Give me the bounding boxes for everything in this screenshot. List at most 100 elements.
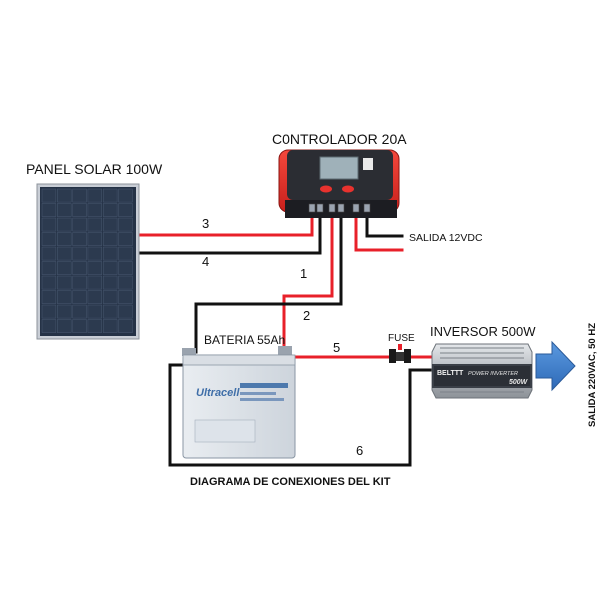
solar-cell xyxy=(118,188,133,203)
inverter-label: INVERSOR 500W xyxy=(430,324,536,339)
solar-cell xyxy=(102,290,118,304)
solar-cell xyxy=(72,188,87,203)
wire-label-2: 2 xyxy=(303,308,310,323)
solar-cell xyxy=(118,246,133,261)
controller-terminals xyxy=(308,203,371,213)
controller-label: C0NTROLADOR 20A xyxy=(272,131,407,147)
solar-cell xyxy=(118,232,133,246)
solar-cell xyxy=(57,319,72,333)
solar-cell xyxy=(102,188,118,203)
controller-lcd xyxy=(319,156,359,180)
wire-6 xyxy=(168,363,434,467)
solar-cell xyxy=(72,261,87,275)
wire-label-1: 1 xyxy=(300,266,307,281)
solar-cell xyxy=(118,304,133,319)
solar-panel xyxy=(36,183,140,340)
solar-cell xyxy=(118,319,133,333)
solar-cell xyxy=(72,290,87,304)
solar-cell xyxy=(102,246,118,261)
inverter: BELTTT POWER INVERTER 500W xyxy=(431,343,533,399)
solar-cell xyxy=(118,275,133,290)
solar-cell xyxy=(102,319,118,333)
solar-cell xyxy=(57,232,72,246)
solar-cell xyxy=(41,217,57,232)
solar-cell xyxy=(87,319,103,333)
solar-cell xyxy=(87,290,103,304)
solar-cell xyxy=(72,275,87,290)
solar-cell xyxy=(87,261,103,275)
wire-label-6: 6 xyxy=(356,443,363,458)
ac-output-label: SALIDA 220VAC, 50 HZ xyxy=(587,323,598,427)
wires xyxy=(135,216,434,467)
solar-cell xyxy=(87,188,103,203)
battery-label: BATERIA 55Ah xyxy=(204,333,285,347)
solar-cell xyxy=(118,217,133,232)
solar-cell xyxy=(87,203,103,217)
inverter-brand: BELTTT xyxy=(437,370,464,377)
inverter-fins xyxy=(440,347,524,393)
solar-cell xyxy=(72,203,87,217)
solar-cell xyxy=(118,261,133,275)
inverter-rating: 500W xyxy=(509,379,529,386)
solar-cell xyxy=(87,275,103,290)
solar-cell xyxy=(41,290,57,304)
solar-cell xyxy=(87,246,103,261)
wire-label-4: 4 xyxy=(202,254,209,269)
wire-4 xyxy=(135,216,322,255)
solar-cell xyxy=(87,232,103,246)
controller-logo-icon xyxy=(363,158,373,170)
wire-label-3: 3 xyxy=(202,216,209,231)
solar-cell xyxy=(87,304,103,319)
battery-brand: Ultracell xyxy=(196,387,240,399)
solar-cell xyxy=(72,304,87,319)
solar-cell xyxy=(72,217,87,232)
dc-output-label: SALIDA 12VDC xyxy=(409,232,483,244)
solar-cell xyxy=(41,275,57,290)
solar-cell xyxy=(41,304,57,319)
fuse-label: FUSE xyxy=(388,333,415,344)
wire-2 xyxy=(194,216,343,354)
solar-cell xyxy=(57,304,72,319)
solar-cell xyxy=(41,261,57,275)
solar-cell xyxy=(57,217,72,232)
solar-cell xyxy=(72,319,87,333)
solar-cell xyxy=(72,232,87,246)
controller-button-right xyxy=(342,185,354,193)
solar-cell xyxy=(57,290,72,304)
diagram-caption: DIAGRAMA DE CONEXIONES DEL KIT xyxy=(190,476,391,488)
solar-cell xyxy=(87,217,103,232)
solar-cell xyxy=(41,188,57,203)
solar-cell xyxy=(102,203,118,217)
battery: Ultracell xyxy=(182,346,296,459)
wire-dc-out-red xyxy=(354,216,404,252)
solar-cell xyxy=(102,232,118,246)
controller-button-left xyxy=(320,185,332,193)
wire-3 xyxy=(135,216,314,237)
solar-cell xyxy=(41,203,57,217)
solar-cell xyxy=(57,246,72,261)
solar-cell xyxy=(57,188,72,203)
solar-cell xyxy=(102,261,118,275)
solar-cell xyxy=(41,319,57,333)
solar-panel-label: PANEL SOLAR 100W xyxy=(26,161,163,177)
wire-dc-out-black xyxy=(365,216,404,238)
fuse-icon xyxy=(389,344,411,363)
solar-cell xyxy=(102,217,118,232)
charge-controller xyxy=(278,149,400,218)
wire-label-5: 5 xyxy=(333,340,340,355)
solar-cell xyxy=(118,290,133,304)
solar-cell xyxy=(41,232,57,246)
solar-cell xyxy=(57,203,72,217)
solar-cells xyxy=(41,188,133,333)
solar-cell xyxy=(72,246,87,261)
solar-cell xyxy=(57,261,72,275)
solar-cell xyxy=(102,275,118,290)
solar-cell xyxy=(118,203,133,217)
inverter-subtitle: POWER INVERTER xyxy=(468,371,518,377)
wire-1 xyxy=(282,216,334,352)
solar-cell xyxy=(41,246,57,261)
solar-cell xyxy=(102,304,118,319)
ac-output-arrow-icon xyxy=(535,340,576,392)
solar-cell xyxy=(57,275,72,290)
